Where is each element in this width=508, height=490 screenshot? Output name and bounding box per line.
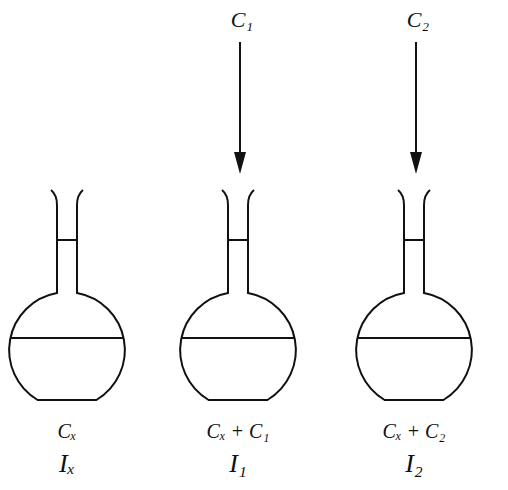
addition-arrow [239,42,241,160]
intensity-label: I₁ [229,450,247,479]
intensity-label: I₂ [405,450,423,479]
intensity-label: Iₓ [59,450,75,479]
liquid-level [357,337,470,339]
flask [9,190,125,400]
concentration-label: Cₓ + C₂ [383,420,446,442]
arrow-head [234,152,246,174]
flask [356,190,472,400]
flask-mark [228,239,248,241]
liquid-level [10,337,123,339]
concentration-label: Cₓ [57,420,76,442]
arrow-head [410,152,422,174]
flask [180,190,296,400]
liquid-level [181,337,294,339]
added-concentration: C₁ [231,8,253,32]
addition-arrow [415,42,417,160]
added-concentration: C₂ [407,8,429,32]
flask-mark [404,239,424,241]
concentration-label: Cₓ + C₁ [207,420,270,442]
flask-mark [57,239,77,241]
